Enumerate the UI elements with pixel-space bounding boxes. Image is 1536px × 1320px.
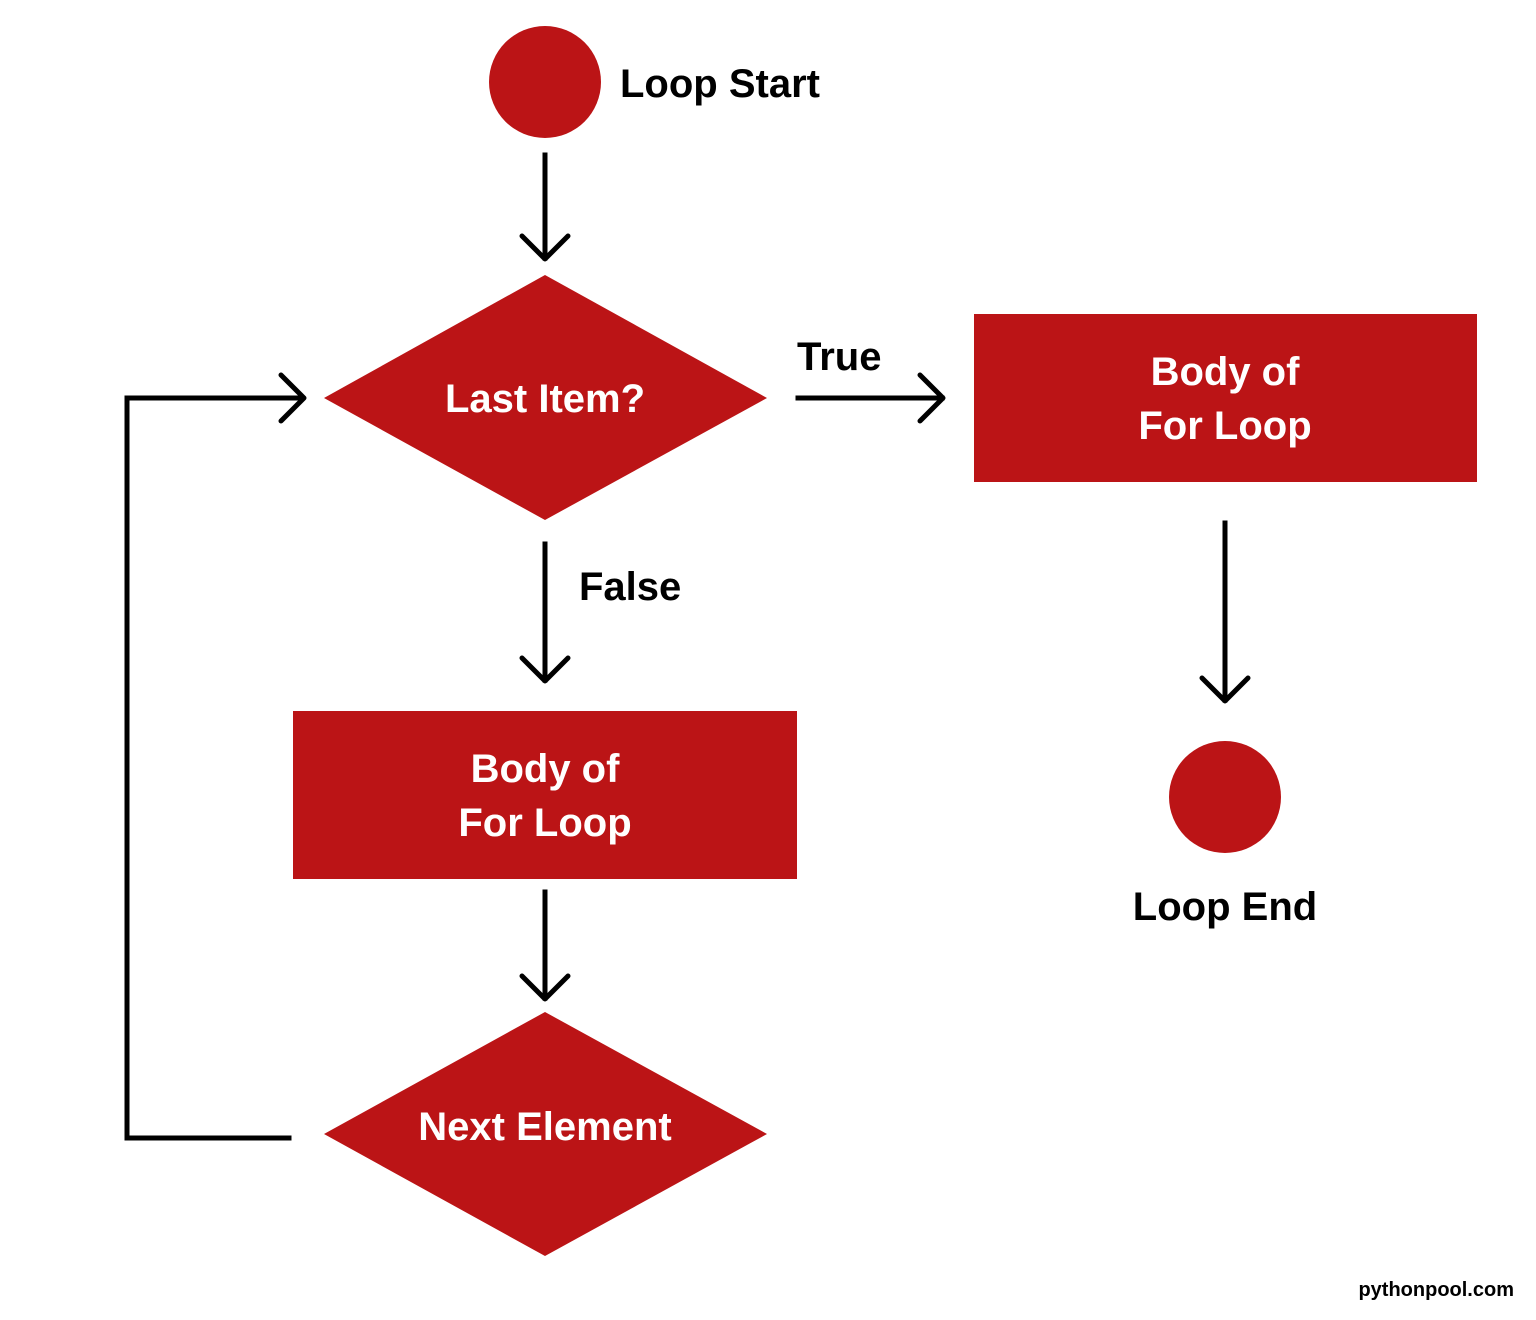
true-label: True (797, 335, 881, 379)
edge-true (795, 372, 946, 424)
next-element-label: Next Element (418, 1105, 671, 1149)
loop-start-label: Loop Start (620, 62, 820, 106)
body-true-line1: Body of (1151, 350, 1301, 394)
edge-loop-back (124, 372, 307, 1141)
loop-end-label: Loop End (1133, 885, 1317, 929)
body-false-line2: For Loop (458, 801, 631, 845)
edge-body-to-end (1199, 520, 1251, 704)
edge-false (519, 541, 571, 684)
false-label: False (579, 565, 681, 609)
body-node-false-branch (293, 711, 797, 879)
edge-start-to-last-item (519, 152, 571, 262)
next-element-node (324, 1012, 767, 1256)
loop-end-node (1169, 741, 1281, 853)
watermark: pythonpool.com (1358, 1279, 1514, 1301)
body-node-true-branch (974, 314, 1477, 482)
last-item-decision (324, 275, 767, 520)
last-item-label: Last Item? (445, 377, 645, 421)
body-false-line1: Body of (471, 747, 621, 791)
loop-start-node (489, 26, 601, 138)
edge-body-to-next (519, 889, 571, 1002)
body-true-line2: For Loop (1138, 404, 1311, 448)
